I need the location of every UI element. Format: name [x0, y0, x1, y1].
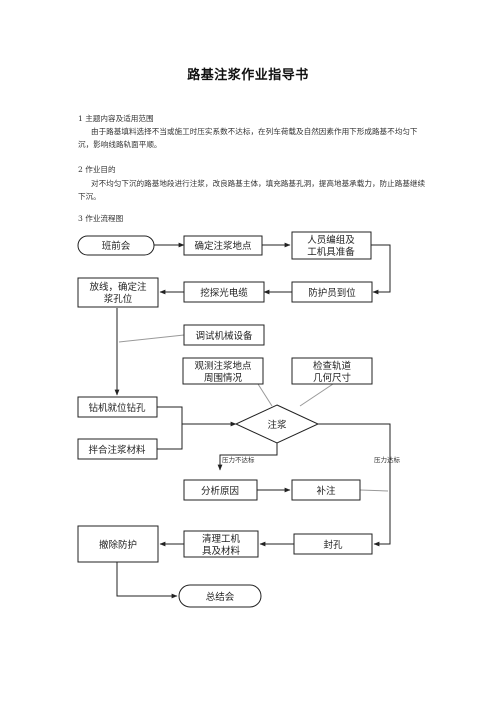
- arrow-renyuan-fanghu: [371, 244, 391, 295]
- node-qingli-label-1: 清理工机: [202, 533, 241, 545]
- node-qingli: 清理工机 具及材料: [183, 530, 259, 558]
- node-buzhu-label: 补注: [316, 485, 336, 497]
- line-guance-zhujiang: [257, 383, 273, 407]
- page-title: 路基注浆作业指导书: [187, 68, 309, 83]
- section-1-heading: 1 主题内容及适用范围: [78, 114, 154, 123]
- node-zhujiang: 注浆: [234, 404, 320, 444]
- node-queding-label: 确定注浆地点: [194, 240, 252, 252]
- node-guance-label-2: 周围情况: [204, 372, 243, 384]
- node-zongjie: 总结会: [178, 584, 262, 608]
- node-queding: 确定注浆地点: [183, 235, 263, 256]
- node-zuanji: 钻机就位钻孔: [77, 396, 158, 418]
- node-wataan-label: 挖探光电缆: [200, 287, 248, 299]
- node-qingli-label-2: 具及材料: [202, 545, 241, 557]
- arrow-zuanji-zhujiang: [157, 406, 237, 427]
- arrow-chechu-zongjie: [116, 562, 178, 599]
- node-chechu-label: 撤除防护: [99, 539, 137, 551]
- node-guance: 观测注浆地点 周围情况: [182, 357, 264, 385]
- node-banhe: 拌合注浆材料: [77, 438, 158, 460]
- node-jiancha-label-2: 几何尺寸: [313, 372, 352, 384]
- node-fengkong: 封孔: [293, 533, 373, 555]
- node-jiancha-label-1: 检查轨道: [313, 360, 352, 372]
- node-zuanji-label: 钻机就位钻孔: [88, 402, 146, 414]
- node-fanghu: 防护员到位: [291, 281, 373, 303]
- node-banqianhui-label: 班前会: [102, 240, 131, 252]
- node-banqianhui: 班前会: [77, 235, 155, 256]
- node-fenxi: 分析原因: [183, 479, 258, 501]
- node-fanghu-label: 防护员到位: [308, 287, 356, 299]
- node-zhujiang-label: 注浆: [267, 419, 287, 431]
- arrow-zhujiang-fenxi: [217, 443, 278, 471]
- edge-label-pass: 压力达标: [374, 455, 401, 464]
- line-buzhu-main: [359, 489, 389, 492]
- node-fenxi-label: 分析原因: [201, 485, 239, 497]
- node-wataan: 挖探光电缆: [183, 281, 265, 303]
- node-renyuan-label-2: 工机具准备: [307, 246, 355, 258]
- line-tiaoshi-main: [118, 334, 185, 343]
- node-renyuan-label-1: 人员编组及: [307, 234, 355, 246]
- node-banhe-label: 拌合注浆材料: [88, 444, 146, 456]
- section-1-body: 由于路基填料选择不当或施工时压实系数不达标，在列车荷载及自然因素作用下形成路基不…: [78, 127, 418, 149]
- node-fangxian-label-1: 放线，确定注: [89, 281, 147, 293]
- node-zongjie-label: 总结会: [206, 591, 235, 603]
- section-3-heading: 3 作业流程图: [78, 214, 124, 223]
- line-banhe-zhujiang: [157, 424, 183, 450]
- section-2-heading: 2 作业目的: [78, 165, 116, 174]
- node-buzhu: 补注: [291, 479, 361, 501]
- edge-label-fail: 压力不达标: [222, 455, 255, 464]
- node-fengkong-label: 封孔: [323, 539, 343, 551]
- section-2-body: 对不均匀下沉的路基地段进行注浆，改良路基主体，填充路基孔洞，提高地基承载力，防止…: [78, 179, 426, 201]
- node-fangxian-label-2: 浆孔位: [104, 293, 133, 305]
- node-tiaoshi: 调试机械设备: [183, 324, 265, 346]
- node-chechu: 撤除防护: [77, 525, 159, 563]
- node-fangxian: 放线，确定注 浆孔位: [77, 277, 159, 308]
- node-guance-label-1: 观测注浆地点: [194, 360, 252, 372]
- node-tiaoshi-label: 调试机械设备: [195, 330, 253, 342]
- flow-connectors: [114, 242, 391, 599]
- line-jiancha-zhujiang: [299, 383, 334, 407]
- node-renyuan: 人员编组及 工机具准备: [291, 231, 372, 260]
- arrow-zhujiang-fengkong: [318, 423, 391, 547]
- node-jiancha: 检查轨道 几何尺寸: [291, 357, 373, 385]
